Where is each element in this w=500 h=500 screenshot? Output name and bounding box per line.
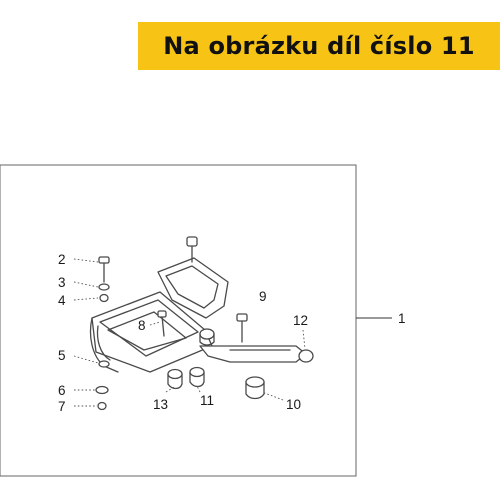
diagram-frame [0,164,357,477]
header-banner: Na obrázku díl číslo 11 [138,22,500,70]
callout-leaders [73,258,306,407]
callout-10: 10 [286,397,301,412]
banner-title: Na obrázku díl číslo 11 [163,32,475,60]
callout-8: 8 [138,318,146,333]
callout-13: 13 [153,397,168,412]
callout-7: 7 [58,399,66,414]
callout-12: 12 [293,313,308,328]
callout-1: 1 [398,311,406,326]
callout-4: 4 [58,293,66,308]
callout-2: 2 [58,252,66,267]
callout-11: 11 [200,393,214,408]
bracket-assembly-drawing [89,236,314,411]
callout-9: 9 [259,289,267,304]
callout-5: 5 [58,348,66,363]
callout-3: 3 [58,275,66,290]
callout-6: 6 [58,383,66,398]
